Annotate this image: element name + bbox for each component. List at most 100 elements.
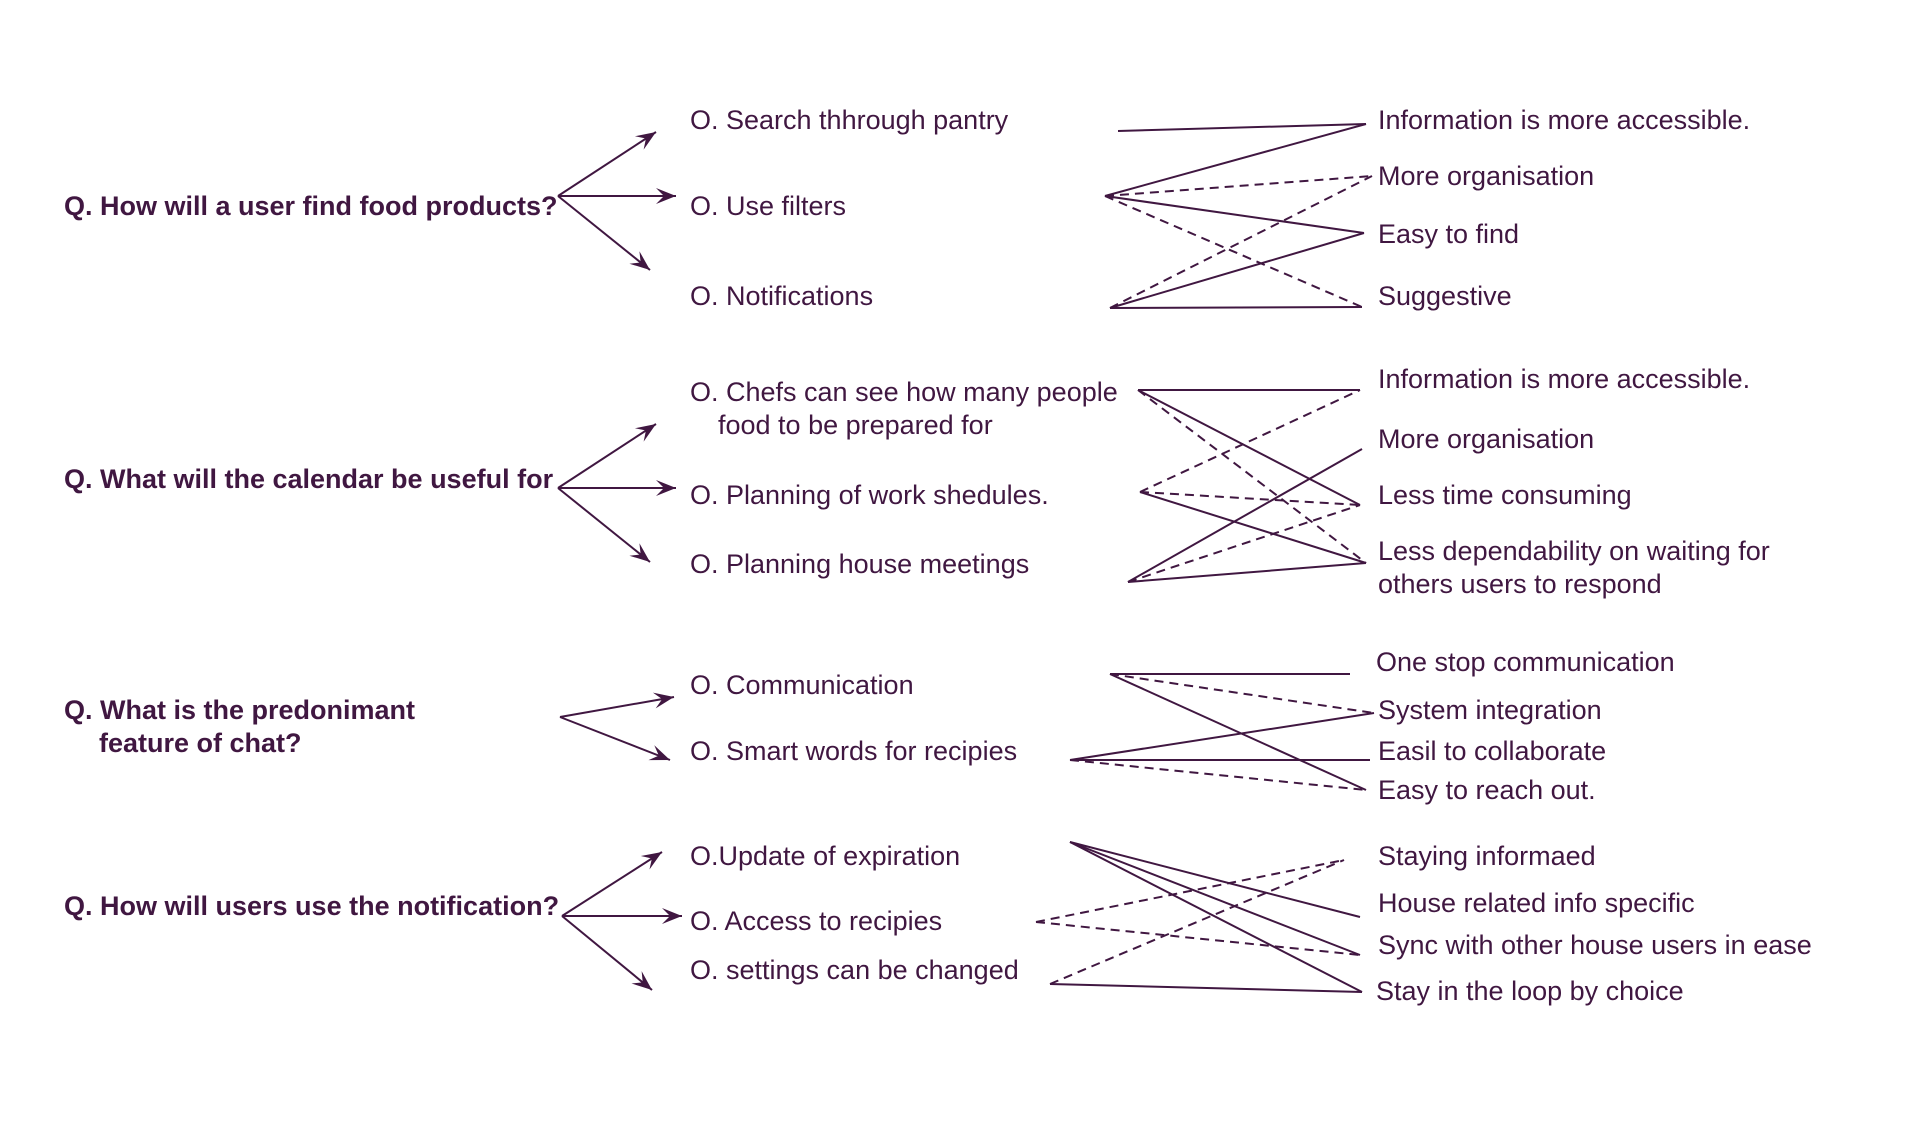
outcome-one-stop: One stop communication [1376, 646, 1675, 679]
outcome-info-accessible: Information is more accessible. [1378, 363, 1750, 396]
branch-arrow-line [559, 696, 675, 718]
option-house-meetings: O. Planning house meetings [690, 548, 1029, 581]
option-line: food to be prepared for [718, 410, 993, 440]
link-line [1069, 841, 1361, 918]
outcome-stay-in-loop: Stay in the loop by choice [1376, 975, 1684, 1008]
arrowhead [634, 424, 656, 442]
option-line: O. Planning house meetings [690, 549, 1030, 579]
question-find-food: Q. How will a user find food products? [64, 190, 558, 223]
outcome-less-dependability: Less dependability on waiting for others… [1378, 535, 1770, 601]
outcome-line: Information is more accessible. [1378, 364, 1751, 394]
outcome-easil-collaborate: Easil to collaborate [1378, 735, 1606, 768]
option-line: O. Planning of work shedules. [690, 480, 1049, 510]
option-line: O. Use filters [690, 191, 847, 221]
link-line [1137, 389, 1361, 506]
link-line [1139, 389, 1361, 493]
outcome-more-organisation: More organisation [1378, 160, 1594, 193]
option-line: O. Smart words for recipies [690, 736, 1018, 766]
outcome-line: Sync with other house users in ease [1378, 930, 1812, 960]
arrowhead [648, 745, 670, 761]
branch-arrow-line [557, 423, 657, 489]
option-smart-words: O. Smart words for recipies [690, 735, 1017, 768]
outcome-line: Suggestive [1378, 281, 1512, 311]
outcome-system-integration: System integration [1378, 694, 1602, 727]
outcome-easy-reach: Easy to reach out. [1378, 774, 1596, 807]
link-line [1069, 759, 1367, 791]
outcome-line: Easy to find [1378, 219, 1520, 249]
option-search-pantry: O. Search thhrough pantry [690, 104, 1008, 137]
branch-arrow-line [557, 487, 651, 563]
link-line [1069, 841, 1361, 956]
option-line: O. Search thhrough pantry [690, 105, 1009, 135]
question-chat-feature: Q. What is the predonimant feature of ch… [64, 694, 415, 760]
arrowhead [629, 251, 650, 270]
question-line: Q. How will a user find food products? [64, 191, 558, 221]
question-calendar: Q. What will the calendar be useful for [64, 463, 553, 496]
link-line [1069, 712, 1375, 761]
outcome-line: Staying informaed [1378, 841, 1596, 871]
outcome-line: More organisation [1378, 161, 1595, 191]
outcome-line: Easy to reach out. [1378, 775, 1596, 805]
option-line: O. Communication [690, 670, 914, 700]
arrowhead [662, 908, 682, 924]
outcome-line: others users to respond [1378, 569, 1662, 599]
link-line [1035, 921, 1361, 956]
link-line [1049, 983, 1363, 993]
option-line: O.Update of expiration [690, 841, 961, 871]
branch-arrow-line [557, 195, 651, 271]
outcome-line: More organisation [1378, 424, 1595, 454]
link-line [1104, 195, 1363, 308]
arrowhead [631, 971, 652, 990]
option-line: O. Chefs can see how many people [690, 377, 1118, 407]
question-notification-use: Q. How will users use the notification? [64, 890, 559, 923]
link-line [1109, 175, 1373, 309]
outcome-line: System integration [1378, 695, 1602, 725]
outcome-line: Information is more accessible. [1378, 105, 1751, 135]
outcome-suggestive: Suggestive [1378, 280, 1512, 313]
question-line: Q. What will the calendar be useful for [64, 464, 554, 494]
option-use-filters: O. Use filters [690, 190, 846, 223]
link-line [1109, 232, 1365, 309]
arrowhead [656, 188, 676, 204]
outcome-line: Less dependability on waiting for [1378, 536, 1770, 566]
outcome-sync-users: Sync with other house users in ease [1378, 929, 1812, 962]
outcome-staying-informed: Staying informaed [1378, 840, 1596, 873]
option-notifications: O. Notifications [690, 280, 873, 313]
branch-arrow-line [561, 851, 663, 917]
outcome-house-info: House related info specific [1378, 887, 1695, 920]
outcome-line: Easil to collaborate [1378, 736, 1607, 766]
outcome-line: One stop communication [1376, 647, 1675, 677]
outcome-less-time: Less time consuming [1378, 479, 1632, 512]
link-line [1139, 491, 1367, 564]
link-line [1109, 673, 1375, 714]
link-line [1127, 448, 1363, 583]
question-line: Q. What is the predonimant [64, 695, 416, 725]
link-line [1035, 859, 1345, 923]
option-access-recipies: O. Access to recipies [690, 905, 942, 938]
option-line: O. Access to recipies [690, 906, 943, 936]
outcome-line: Stay in the loop by choice [1376, 976, 1684, 1006]
option-work-schedules: O. Planning of work shedules. [690, 479, 1049, 512]
option-settings-changed: O. settings can be changed [690, 954, 1019, 987]
link-line [1104, 175, 1373, 197]
link-line [1104, 123, 1367, 197]
question-line: Q. How will users use the notification? [64, 891, 560, 921]
question-line: feature of chat? [99, 728, 302, 758]
link-line [1069, 841, 1363, 993]
link-line [1109, 306, 1363, 309]
branch-arrow-line [561, 915, 653, 991]
link-line [1127, 504, 1361, 583]
outcome-line: Less time consuming [1378, 480, 1632, 510]
option-line: O. Notifications [690, 281, 874, 311]
arrowhead [634, 132, 656, 150]
arrowhead [640, 852, 662, 870]
outcome-info-accessible: Information is more accessible. [1378, 104, 1750, 137]
link-line [1109, 673, 1367, 791]
arrowhead [652, 692, 674, 709]
link-line [1137, 389, 1367, 564]
link-line [1049, 859, 1345, 985]
outcome-more-organisation: More organisation [1378, 423, 1594, 456]
outcome-easy-to-find: Easy to find [1378, 218, 1519, 251]
link-line [1117, 123, 1367, 132]
